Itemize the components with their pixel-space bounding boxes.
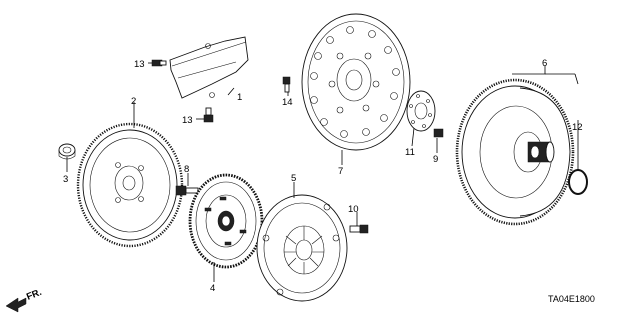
part-11-backing-plate — [406, 90, 436, 132]
callout-1: 1 — [237, 92, 242, 103]
callout-2: 2 — [131, 96, 136, 107]
leader-lines — [66, 62, 579, 282]
part-7-drive-plate — [301, 13, 411, 151]
callout-9: 9 — [433, 154, 438, 165]
callout-11: 11 — [405, 147, 415, 158]
callout-7: 7 — [338, 166, 343, 177]
part-6-torque-converter — [455, 78, 575, 226]
part-10-pressure-plate-bolt — [349, 224, 369, 234]
part-3-pilot-bushing — [58, 143, 76, 160]
part-13-bolt-lower — [203, 107, 214, 123]
callout-12: 12 — [572, 122, 583, 133]
part-8-flywheel-bolt — [175, 185, 199, 196]
callout-8: 8 — [184, 164, 189, 175]
callout-14: 14 — [282, 97, 293, 108]
part-4-clutch-disc — [188, 173, 264, 269]
part-9-backing-plate-bolt — [433, 128, 444, 138]
front-direction-arrow: FR. — [5, 287, 43, 313]
callout-5: 5 — [291, 173, 296, 184]
callout-13-lower: 13 — [182, 115, 193, 126]
part-1-flywheel-cover — [169, 36, 249, 99]
part-5-pressure-plate — [256, 194, 348, 302]
diagram-code: TA04E1800 — [548, 294, 595, 304]
part-14-drive-plate-bolt — [282, 76, 291, 93]
callout-13-upper: 13 — [134, 59, 145, 70]
part-2-flywheel — [76, 122, 184, 248]
part-13-bolt-upper — [151, 59, 167, 67]
callout-10: 10 — [348, 204, 359, 215]
direction-label: FR. — [25, 287, 43, 303]
callout-3: 3 — [63, 174, 68, 185]
callout-6: 6 — [542, 58, 547, 69]
part-12-o-ring — [568, 169, 588, 195]
callout-4: 4 — [210, 283, 215, 294]
